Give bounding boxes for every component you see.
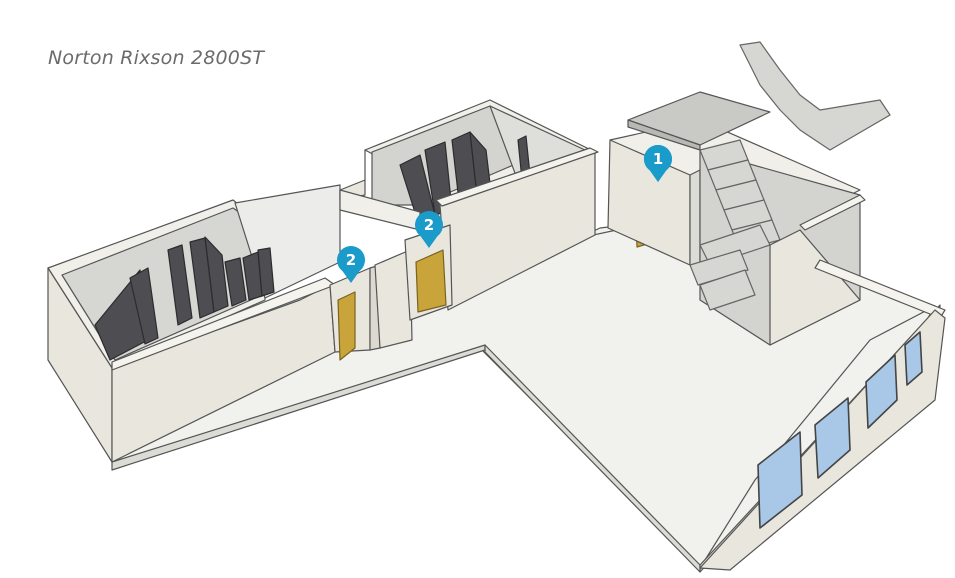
- marker-2-middle-label: 2: [424, 216, 434, 234]
- window-wall: [699, 259, 946, 571]
- left-storage-room: [47, 184, 341, 463]
- staircase: [689, 41, 891, 311]
- window-4: [904, 331, 923, 386]
- stair-well: [607, 41, 891, 346]
- middle-storage-room: [339, 99, 599, 311]
- marker-2-left[interactable]: 2: [337, 246, 365, 283]
- marker-2-left-label: 2: [346, 251, 356, 269]
- windows: [757, 331, 923, 529]
- window-1: [757, 431, 803, 529]
- door-left: [337, 291, 356, 361]
- marker-1-label: 1: [653, 150, 663, 168]
- window-2: [814, 397, 851, 479]
- door-middle: [415, 249, 447, 313]
- marker-2-middle[interactable]: 2: [415, 211, 443, 248]
- marker-1[interactable]: 1: [643, 145, 672, 182]
- window-3: [865, 354, 898, 429]
- diagram-title: Norton Rixson 2800ST: [48, 47, 265, 69]
- dark-panels-left: [94, 236, 275, 361]
